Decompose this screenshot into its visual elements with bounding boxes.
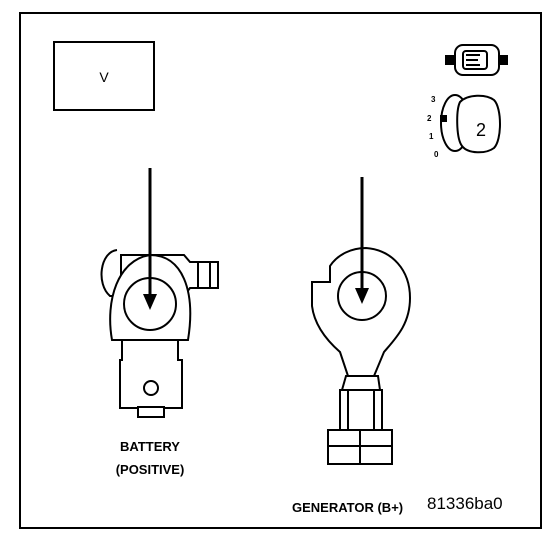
- dial-position-1: 1: [429, 132, 434, 141]
- dial-position-0: 0: [434, 150, 439, 159]
- battery-terminal-illustration: [100, 249, 219, 418]
- meter-reading: V: [99, 69, 109, 85]
- battery-positive-label: (POSITIVE): [116, 462, 185, 477]
- generator-terminal-illustration: [311, 246, 412, 465]
- connector-icon: [445, 44, 508, 76]
- figure-border: [19, 12, 542, 529]
- dial-selected-position: 2: [476, 120, 486, 140]
- battery-probe-arrowhead: [143, 294, 157, 310]
- generator-label: GENERATOR (B+): [292, 500, 403, 515]
- generator-probe-arrowhead: [355, 288, 369, 304]
- figure-code: 81336ba0: [427, 494, 503, 513]
- battery-label: BATTERY: [120, 439, 180, 454]
- dial-position-2: 2: [427, 114, 432, 123]
- dial-position-3: 3: [431, 95, 436, 104]
- selector-dial-icon: 3 2 1 0 2: [427, 94, 501, 159]
- voltmeter-display: V: [53, 41, 155, 111]
